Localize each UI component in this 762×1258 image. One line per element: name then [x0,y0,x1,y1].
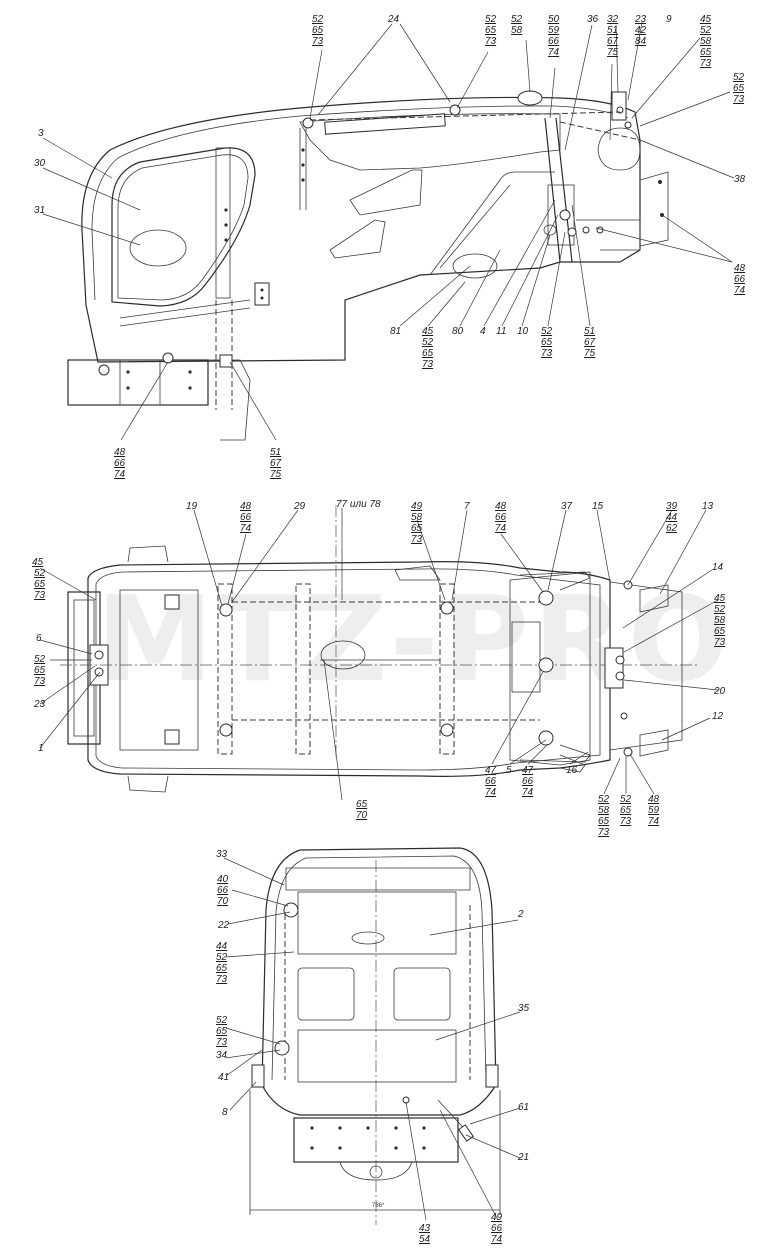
callout-m15: 52 65 73 [34,654,48,687]
callout-t26: 51 67 75 [270,447,284,480]
callout-b2: 40 66 70 [217,874,231,907]
dimension-text: 786* [372,1203,385,1209]
watermark: MTZ-PRO [96,570,732,708]
callout-m4: 77 или 78 [336,499,381,510]
callout-b7: 52 65 73 [216,1015,230,1048]
cab-outline-rear [261,847,497,1116]
callout-b12: 21 [517,1152,529,1163]
callout-m2: 48 66 74 [240,501,254,534]
callout-m14: 6 [36,633,42,644]
callout-t21: 11 [496,326,506,337]
callout-t24: 51 67 75 [584,326,598,359]
callout-t7: 32 51 67 75 [607,14,621,58]
callout-t23: 52 65 73 [541,326,555,359]
callout-m17: 1 [38,743,44,754]
callout-t2: 24 [387,14,400,25]
callout-m26: 52 58 65 73 [598,794,612,838]
callout-m8: 37 [561,501,573,512]
callout-m18: 45 52 58 65 73 [714,593,728,648]
callout-t13: 48 66 74 [734,263,748,296]
callout-m23: 5 [506,765,512,776]
callouts-rear-view: 33 40 66 70 22 44 52 65 73 2 35 52 65 73… [216,849,530,1245]
callout-b5: 2 [517,909,524,920]
callout-t10: 45 52 58 65 73 [700,14,714,69]
callout-t20: 4 [480,326,486,337]
callouts-plan-view: 19 48 66 74 29 77 или 78 49 58 65 73 7 4… [32,499,728,838]
callout-b1: 33 [216,849,228,860]
callout-m27: 52 65 73 [620,794,634,827]
callout-m9: 15 [592,501,604,512]
callout-t4: 52 58 [511,14,525,36]
plan-view [60,505,700,793]
rear-view: 786* [249,847,501,1225]
callout-t5: 50 59 66 74 [548,14,562,58]
side-view [67,90,669,441]
callout-b13: 43 54 [419,1223,433,1245]
callout-m1: 19 [186,501,198,512]
side-base-mount [67,359,209,406]
callout-b10: 8 [222,1107,228,1118]
cab-outline-side [81,96,641,363]
callout-b9: 41 [218,1072,229,1083]
callout-t19: 80 [452,326,464,337]
callout-m24: 47 66 74 [522,765,536,798]
callout-m7: 48 66 74 [495,501,509,534]
callout-t1: 52 65 73 [312,14,326,47]
callout-m12: 14 [712,562,724,573]
callout-t15: 30 [34,158,46,169]
callout-t11: 52 65 73 [733,72,747,105]
callout-b14: 49 66 74 [491,1212,505,1245]
callout-m21: 65 70 [356,799,370,821]
callout-t22: 10 [517,326,529,337]
callout-t17: 81 [390,326,401,337]
callout-b3: 22 [217,920,230,931]
callout-m19: 20 [713,686,726,697]
callout-t16: 31 [34,205,45,216]
callout-t25: 48 66 74 [114,447,128,480]
callout-m6: 7 [464,501,470,512]
callout-m20: 12 [712,711,724,722]
callout-m16: 23 [33,699,46,710]
callout-t3: 52 65 73 [485,14,499,47]
rear-floor-plate [293,1117,459,1163]
callout-m13: 45 52 65 73 [32,557,48,601]
callout-m5: 49 58 65 73 [411,501,425,545]
callout-t18: 45 52 65 73 [422,326,436,370]
cab-outline-plan [87,561,611,777]
callout-m11: 13 [702,501,714,512]
callout-t8: 23 42 84 [634,14,649,47]
callout-m10: 39 44 62 [666,501,680,534]
callout-t14: 3 [38,128,44,139]
callout-b11: 61 [518,1102,529,1113]
callout-m3: 29 [293,501,306,512]
side-window-frame [111,147,256,307]
callout-t12: 38 [734,174,746,185]
callout-t9: 9 [666,14,672,25]
callout-m28: 48 59 74 [648,794,662,827]
callouts-side-view: 52 65 73 24 52 65 73 52 58 50 59 66 74 3… [34,14,748,480]
callout-m22: 47 66 74 [485,765,499,798]
callout-b4: 44 52 65 73 [216,941,230,985]
callout-t6: 36 [587,14,599,25]
leader-lines [39,21,735,1221]
callout-b6: 35 [518,1003,530,1014]
callout-b8: 34 [216,1050,228,1061]
callout-m25: 16 [566,765,578,776]
